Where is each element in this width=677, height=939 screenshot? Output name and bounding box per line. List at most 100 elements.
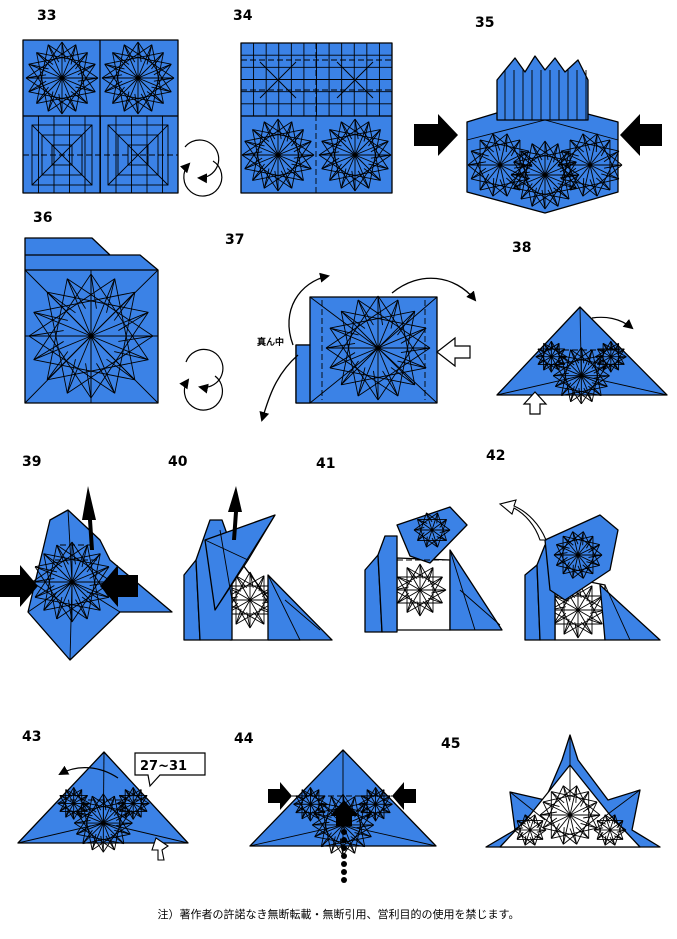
crease-line — [368, 129, 381, 147]
crease-line — [570, 349, 580, 364]
push-hollow-arrow-icon — [436, 336, 471, 368]
crease-line — [90, 269, 159, 337]
crease-line — [615, 343, 620, 352]
crease-line — [582, 564, 594, 575]
crease-line — [413, 512, 438, 531]
crease-line — [377, 296, 438, 349]
crease-line — [33, 311, 68, 321]
crease-line — [535, 354, 545, 358]
crease-line — [582, 544, 601, 579]
crease-line — [119, 795, 134, 804]
crease-line — [329, 129, 356, 156]
crease-line — [552, 363, 560, 371]
fold-arrow-up-icon — [288, 272, 330, 346]
crease-line — [581, 375, 608, 387]
crease-line — [397, 592, 409, 604]
crease-line — [86, 544, 101, 611]
crease-line — [492, 164, 501, 197]
crease-line — [34, 566, 73, 583]
crease-line — [520, 150, 537, 163]
crease-line — [368, 129, 381, 189]
crease-line — [547, 189, 559, 207]
crease-line — [301, 809, 306, 820]
crease-line — [544, 119, 619, 141]
crease-line — [112, 52, 139, 79]
crease-line — [73, 795, 88, 820]
crease-line — [249, 571, 254, 588]
crease-line — [249, 824, 344, 847]
crease-line — [609, 820, 624, 831]
crease-line — [301, 789, 309, 798]
crease-line — [86, 591, 110, 598]
paper-flap — [24, 237, 159, 404]
crease-line — [151, 52, 164, 70]
crease-line — [577, 554, 600, 566]
crease-line — [377, 310, 416, 349]
crease-line — [557, 161, 577, 166]
crease-line — [562, 814, 571, 845]
crease-line — [562, 785, 571, 802]
crease-line — [582, 133, 591, 166]
crease-line — [295, 803, 311, 814]
crease-line — [61, 41, 96, 93]
crease-line — [321, 157, 340, 170]
crease-line — [437, 519, 447, 548]
crease-line — [589, 164, 620, 180]
crease-line — [499, 133, 508, 166]
crease-line — [610, 341, 614, 351]
crease-line — [76, 811, 104, 824]
crease-line — [258, 575, 265, 592]
crease-line — [61, 77, 96, 93]
crease-line — [390, 367, 416, 386]
paper-flap — [267, 574, 333, 641]
crease-line — [543, 343, 550, 351]
crease-line — [91, 795, 102, 811]
crease-line — [101, 74, 123, 79]
crease-line — [354, 832, 372, 838]
crease-line — [358, 801, 369, 805]
crease-line — [114, 351, 149, 361]
crease-line — [137, 77, 172, 93]
crease-line — [377, 327, 427, 401]
crease-line — [36, 77, 63, 104]
crease-line — [113, 802, 125, 817]
crease-line — [59, 803, 74, 812]
crease-line — [550, 341, 554, 351]
crease-line — [569, 139, 591, 166]
crease-line — [124, 789, 132, 797]
crease-line — [354, 796, 366, 847]
step-37-diagram — [295, 295, 438, 404]
crease-line — [90, 335, 149, 361]
crease-line — [110, 833, 125, 844]
crease-line — [102, 793, 131, 835]
crease-line — [578, 388, 582, 404]
crease-line — [563, 609, 579, 635]
crease-line — [291, 121, 304, 181]
crease-line — [544, 140, 549, 161]
crease-line — [553, 372, 569, 377]
lifted-flap — [544, 514, 619, 601]
crease-line — [575, 826, 590, 839]
crease-line — [541, 189, 546, 210]
crease-line — [354, 129, 381, 156]
crease-line — [329, 154, 356, 181]
crease-line — [214, 514, 276, 611]
crease-line — [27, 581, 73, 613]
crease-line — [116, 822, 133, 827]
crease-line — [277, 154, 304, 181]
crease-line — [235, 608, 242, 625]
crease-line — [312, 821, 330, 826]
crease-line — [61, 77, 77, 112]
crease-line — [555, 377, 570, 387]
fold-arrow-icon-38 — [591, 316, 634, 330]
crease-line — [400, 327, 427, 344]
step-33-number: 33 — [37, 8, 56, 24]
crease-line — [537, 348, 547, 353]
crease-line — [329, 163, 342, 181]
crease-line — [104, 63, 125, 70]
crease-line — [596, 820, 606, 825]
crease-line — [561, 375, 582, 396]
crease-line — [375, 789, 385, 805]
crease-line — [377, 295, 384, 326]
side-flap — [295, 344, 311, 404]
